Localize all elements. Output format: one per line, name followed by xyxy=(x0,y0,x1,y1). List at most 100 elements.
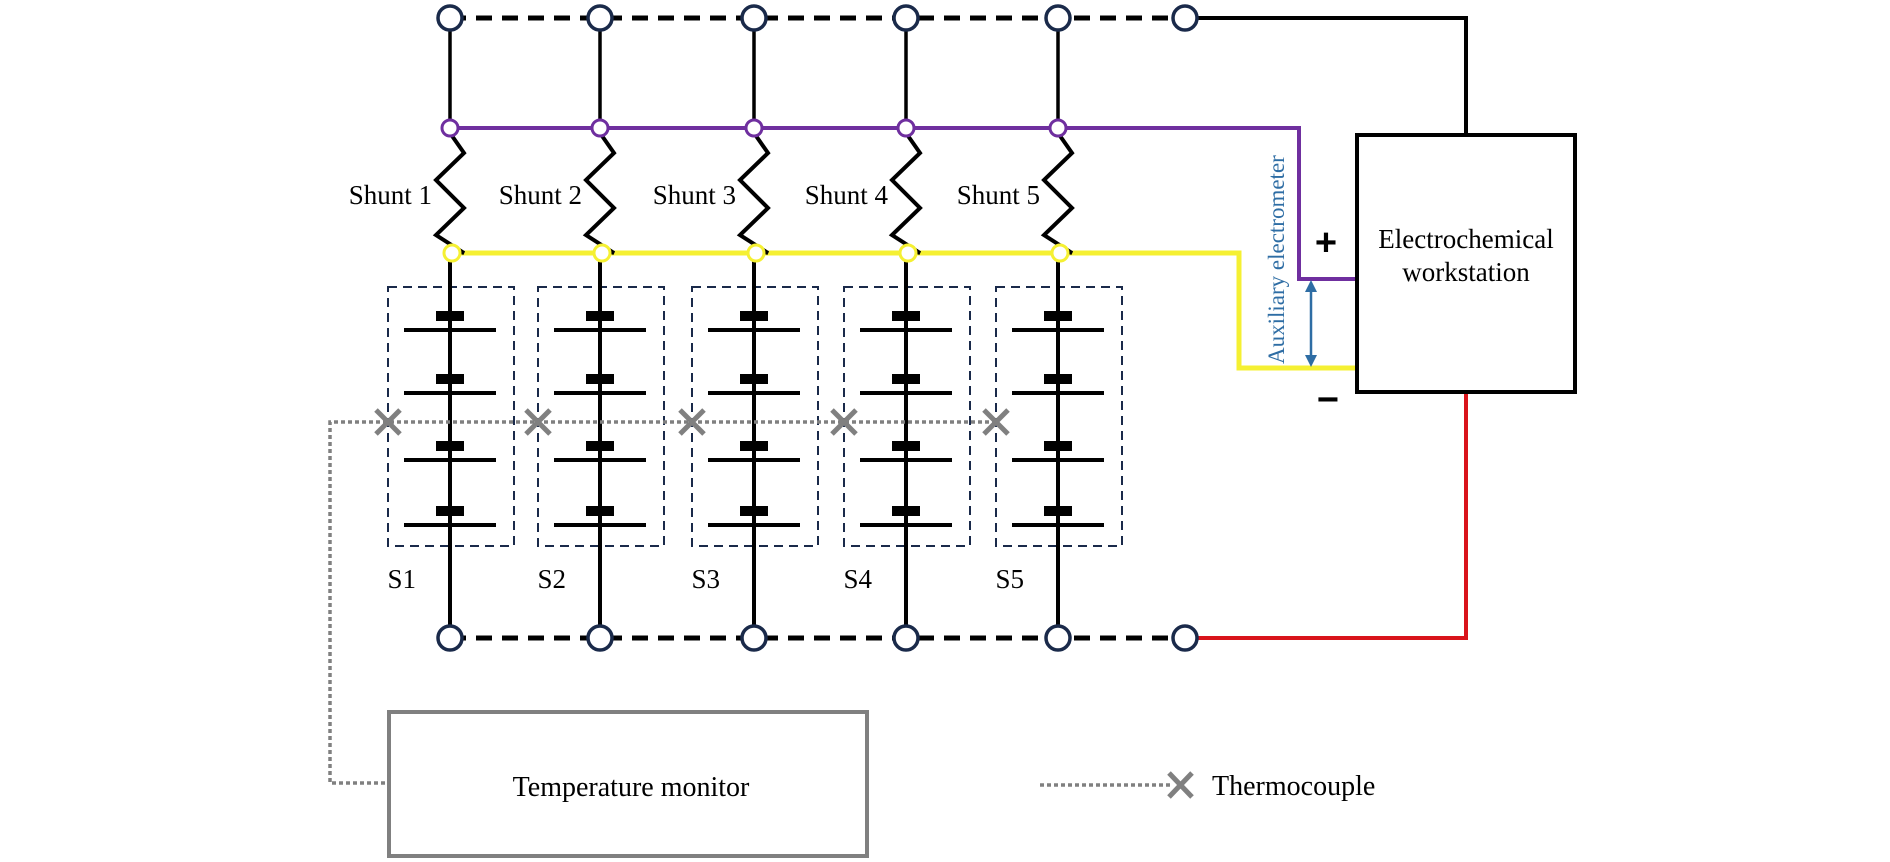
positive-sense-node xyxy=(896,118,916,138)
positive-sense-node xyxy=(440,118,460,138)
negative-sense-node xyxy=(746,243,766,263)
string-label: S2 xyxy=(537,564,566,594)
battery-cell-negative-plate xyxy=(586,311,614,321)
battery-cell-negative-plate xyxy=(740,374,768,384)
battery-cell-positive-plate xyxy=(860,391,952,395)
bottom-terminal-node xyxy=(586,624,614,652)
string-label: S4 xyxy=(843,564,872,594)
string-label: S5 xyxy=(995,564,1024,594)
string-column-3: Shunt 3 S3 xyxy=(653,18,819,638)
battery-cell-positive-plate xyxy=(860,458,952,462)
battery-cell-positive-plate xyxy=(860,328,952,332)
thermocouple-x-icon xyxy=(524,408,552,436)
positive-sense-line xyxy=(450,126,1357,281)
shunt-label: Shunt 3 xyxy=(653,180,736,210)
purple-sense-wire xyxy=(450,126,1357,281)
battery-cell-positive-plate xyxy=(1012,328,1104,332)
bottom-terminal-node xyxy=(1171,624,1199,652)
top-terminal-node xyxy=(586,4,614,32)
top-terminal-node xyxy=(436,4,464,32)
battery-cell-positive-plate xyxy=(1012,458,1104,462)
thermocouple-x-stroke xyxy=(830,408,858,436)
battery-cell-positive-plate xyxy=(404,391,496,395)
battery-cell-negative-plate xyxy=(1044,311,1072,321)
nodes xyxy=(436,4,1199,652)
thermocouple-wiring xyxy=(328,408,1010,785)
shunt-resistor-icon xyxy=(736,131,771,255)
plus-terminal-label: + xyxy=(1315,222,1337,264)
battery-cell-positive-plate xyxy=(404,328,496,332)
battery-cell-negative-plate xyxy=(740,506,768,516)
battery-cell-negative-plate xyxy=(1044,506,1072,516)
shunt-label: Shunt 4 xyxy=(805,180,889,210)
top-wire-to-workstation xyxy=(1185,16,1468,135)
legend: Thermocouple xyxy=(1040,771,1375,802)
thermocouple-x-icon xyxy=(678,408,706,436)
top-terminal-node xyxy=(1044,4,1072,32)
string-label: S3 xyxy=(691,564,720,594)
thermocouple-x-stroke xyxy=(982,408,1010,436)
workstation-label-line1: Electrochemical xyxy=(1378,224,1553,254)
battery-cell-negative-plate xyxy=(586,506,614,516)
top-bus xyxy=(450,15,1468,135)
shunt-resistor-icon xyxy=(432,131,467,255)
temperature-monitor: Temperature monitor xyxy=(387,710,869,858)
battery-cell-positive-plate xyxy=(708,328,800,332)
battery-cell-negative-plate xyxy=(586,441,614,451)
shunt-resistor-icon xyxy=(582,131,617,255)
thermocouple-wire xyxy=(328,420,996,785)
battery-cell-positive-plate xyxy=(554,391,646,395)
thermocouple-x-icon xyxy=(982,408,1010,436)
battery-cell-negative-plate xyxy=(892,311,920,321)
minus-terminal-label: − xyxy=(1317,379,1339,421)
negative-sense-node xyxy=(592,243,612,263)
positive-sense-node xyxy=(744,118,764,138)
shunt-resistor-icon xyxy=(888,131,923,255)
shunt-label: Shunt 2 xyxy=(499,180,582,210)
positive-sense-node xyxy=(590,118,610,138)
shunt-label: Shunt 1 xyxy=(349,180,432,210)
shunt-resistor-icon xyxy=(1040,131,1075,255)
shunt-label: Shunt 5 xyxy=(957,180,1040,210)
negative-sense-node xyxy=(442,243,462,263)
workstation-box xyxy=(1355,133,1577,394)
string-column-4: Shunt 4 S4 xyxy=(805,18,971,638)
thermocouple-x-stroke xyxy=(374,408,402,436)
thermocouple-x-stroke xyxy=(678,408,706,436)
string-column-5: Shunt 5 S5 xyxy=(957,18,1123,638)
battery-cell-positive-plate xyxy=(860,523,952,527)
battery-cell-negative-plate xyxy=(1044,374,1072,384)
battery-cell-negative-plate xyxy=(892,441,920,451)
battery-cell-negative-plate xyxy=(892,374,920,384)
electrochemical-workstation: Electrochemical workstation xyxy=(1355,133,1577,394)
battery-cell-positive-plate xyxy=(708,458,800,462)
auxiliary-electrometer: Auxiliary electrometer xyxy=(1264,155,1317,367)
positive-sense-node xyxy=(1048,118,1068,138)
battery-cell-negative-plate xyxy=(740,311,768,321)
string-column-1: Shunt 1S1 xyxy=(349,18,515,638)
battery-cell-positive-plate xyxy=(404,523,496,527)
bottom-terminal-node xyxy=(740,624,768,652)
battery-cell-negative-plate xyxy=(892,506,920,516)
battery-cell-negative-plate xyxy=(436,311,464,321)
temperature-monitor-box xyxy=(387,710,869,858)
negative-sense-node xyxy=(1050,243,1070,263)
battery-cell-negative-plate xyxy=(740,441,768,451)
bottom-terminal-node xyxy=(892,624,920,652)
battery-cell-negative-plate xyxy=(436,441,464,451)
temperature-monitor-label: Temperature monitor xyxy=(513,772,750,803)
battery-cell-negative-plate xyxy=(436,506,464,516)
legend-thermocouple-x-icon xyxy=(1167,771,1194,799)
auxiliary-electrometer-label: Auxiliary electrometer xyxy=(1264,155,1289,364)
battery-cell-positive-plate xyxy=(1012,391,1104,395)
negative-sense-node xyxy=(898,243,918,263)
battery-cell-positive-plate xyxy=(554,523,646,527)
red-return-wire xyxy=(1185,392,1468,640)
thermocouple-x-icon xyxy=(830,408,858,436)
negative-sense-line xyxy=(450,250,1357,371)
top-terminal-node xyxy=(892,4,920,32)
auxiliary-arrow-head-up xyxy=(1305,280,1317,292)
battery-cell-positive-plate xyxy=(554,458,646,462)
